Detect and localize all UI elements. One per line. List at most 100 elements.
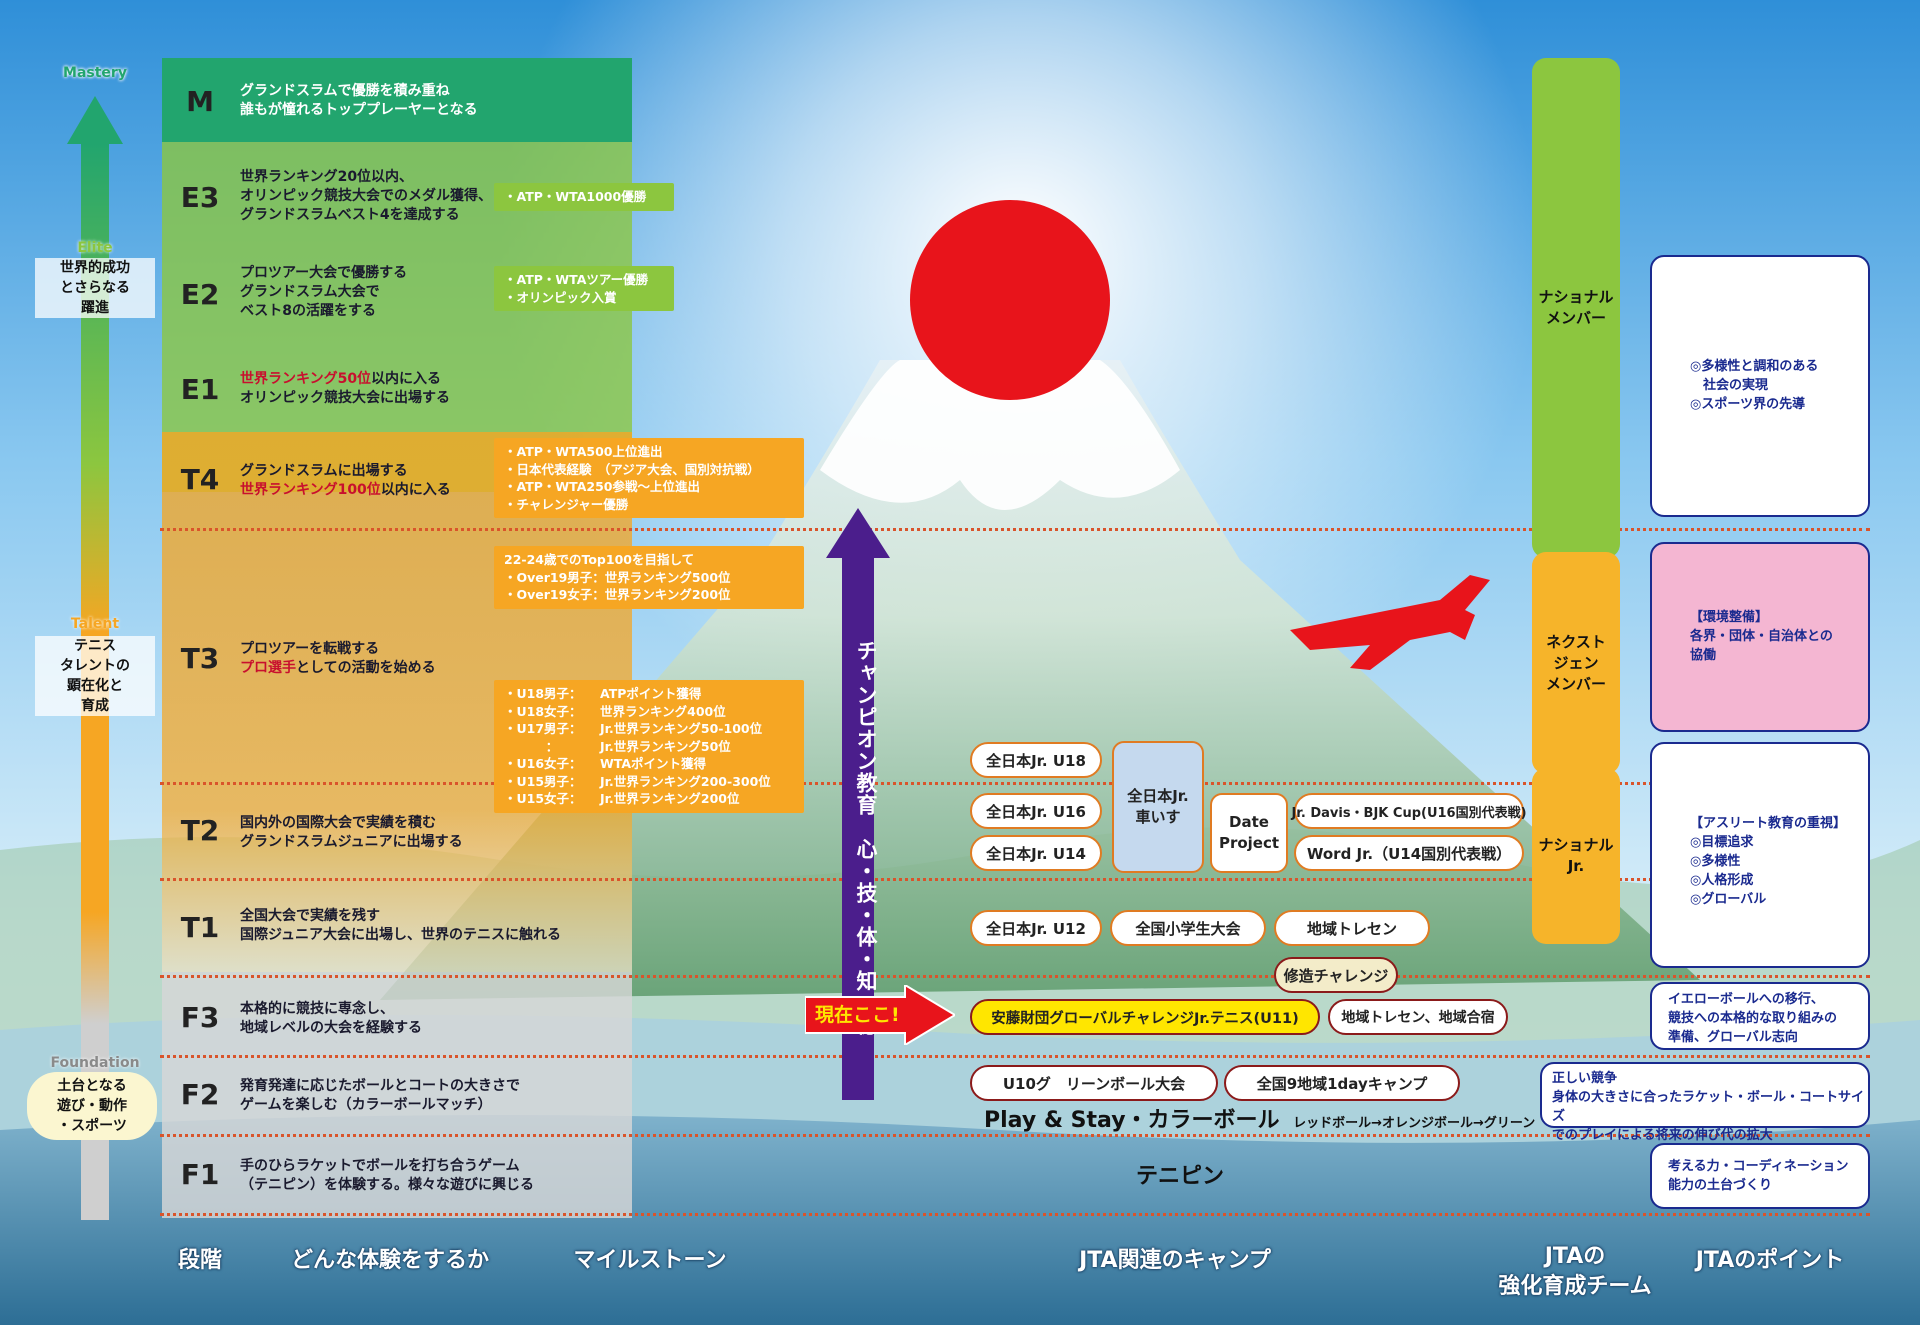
level-axis: Mastery Elite 世界的成功とさらなる躍進 Talent テニスタレン… xyxy=(27,60,157,1220)
milestone-t2-category: ・U15男子： xyxy=(504,773,582,789)
camp-davis-bjk: Jr. Davis・BJK Cup(U16国別代表戦) xyxy=(1291,793,1527,829)
milestone-t2-row: ・U15男子： Jr.世界ランキング200-300位 xyxy=(504,773,794,791)
stage-desc-f2: 発育発達に応じたボールとコートの大きさでゲームを楽しむ（カラーボールマッチ） xyxy=(240,1078,520,1113)
camp-u10-green: U10グ リーンボール大会 xyxy=(970,1065,1218,1101)
bottom-label-milestone: マイルストーン xyxy=(573,1248,727,1273)
camp-date-project: Date Project xyxy=(1210,793,1288,873)
level-foundation-desc: 土台となる遊び・動作・スポーツ xyxy=(27,1072,157,1140)
stage-desc-t3: プロツアーを転戦する プロ選手としての活動を始める xyxy=(240,641,436,676)
stage-code-f3: F3 xyxy=(180,1001,220,1034)
stage-desc-f1: 手のひらラケットでボールを打ち合うゲーム（テニピン）を体験する。様々な遊びに興じ… xyxy=(240,1158,534,1193)
stage-code-e3: E3 xyxy=(180,181,220,214)
camp-u12: 全日本Jr. U12 xyxy=(970,910,1102,946)
milestone-t2-category: ・U17男子： xyxy=(504,721,582,736)
champion-education-arrow xyxy=(826,508,890,1100)
bottom-label-stage: 段階 xyxy=(177,1248,222,1273)
milestone-t2-row: ・U18男子： ATPポイント獲得 xyxy=(504,685,794,703)
stage-bg-foundation xyxy=(162,972,632,1218)
airplane-icon xyxy=(1290,575,1490,670)
camp-elementary: 全国小学生大会 xyxy=(1110,910,1266,946)
bottom-label-point: JTAのポイント xyxy=(1695,1248,1845,1273)
milestone-t4: ・ATP・WTA500上位進出・日本代表経験 （アジア大会、国別対抗戦）・ATP… xyxy=(494,438,804,518)
level-mastery-label: Mastery xyxy=(63,65,127,81)
milestone-t2-category: ・U16女子： xyxy=(504,756,582,771)
rising-sun-icon xyxy=(910,200,1110,400)
milestone-t2-target: Jr.世界ランキング200-300位 xyxy=(600,773,771,789)
stage-code-f1: F1 xyxy=(180,1158,220,1191)
team-next-gen: ネクスト ジェン メンバー xyxy=(1532,552,1620,774)
bottom-label-camp: JTA関連のキャンプ xyxy=(1079,1248,1271,1273)
milestone-t2-row: ・U17男子： Jr.世界ランキング50-100位 xyxy=(504,720,794,738)
level-elite-label: Elite xyxy=(77,240,113,256)
play-and-stay-label: Play & Stay・カラーボール レッドボール→オレンジボール→グリーン xyxy=(984,1108,1536,1133)
point-environment: 【環境整備】各界・団体・自治体との協働 xyxy=(1650,542,1870,732)
stage-desc-f3: 本格的に競技に専念し、地域レベルの大会を経験する xyxy=(240,1001,422,1036)
stage-desc-t1: 全国大会で実績を残す国際ジュニア大会に出場し、世界のテニスに触れる xyxy=(240,908,562,943)
stage-code-e2: E2 xyxy=(180,278,220,311)
stage-panel xyxy=(162,58,632,1218)
stage-code-t3: T3 xyxy=(180,642,220,675)
stage-desc-e1: 世界ランキング50位以内に入る オリンピック競技大会に出場する xyxy=(240,371,450,406)
separator-t3-t2 xyxy=(160,782,1870,785)
separator-f2-f1 xyxy=(160,1134,1870,1137)
stage-desc-e3: 世界ランキング20位以内、オリンピック競技大会でのメダル獲得、グランドスラムベス… xyxy=(240,169,492,223)
milestone-t2-target: 世界ランキング400位 xyxy=(600,703,726,719)
point-coordination: 考える力・コーディネーション能力の土台づくり xyxy=(1650,1143,1870,1209)
stage-desc-m: グランドスラムで優勝を積み重ね誰もが憧れるトッププレーヤーとなる xyxy=(240,83,478,118)
arrow-up-icon xyxy=(67,96,123,144)
milestone-t2-row: ・U16女子： WTAポイント獲得 xyxy=(504,755,794,773)
camp-9-regions: 全国9地域1dayキャンプ xyxy=(1224,1065,1460,1101)
level-talent-label: Talent xyxy=(70,616,120,632)
camp-word-jr: Word Jr.（U14国別代表戦） xyxy=(1294,835,1524,871)
level-foundation-label: Foundation xyxy=(50,1055,140,1071)
camp-u16: 全日本Jr. U16 xyxy=(970,793,1102,829)
champion-education-label: チャンピオン教育 心・技・体・知・徳 xyxy=(854,640,878,1036)
camp-u14: 全日本Jr. U14 xyxy=(970,835,1102,871)
level-elite-desc: 世界的成功とさらなる躍進 xyxy=(35,258,155,318)
camp-shuzo-challenge: 修造チャレンジ xyxy=(1274,957,1398,993)
axis-bar-talent xyxy=(81,464,109,1024)
stage-code-f2: F2 xyxy=(180,1078,220,1111)
stage-code-t4: T4 xyxy=(180,463,220,496)
milestone-t2-row: ： Jr.世界ランキング50位 xyxy=(504,738,794,756)
milestone-t3: 22-24歳でのTop100を目指して・Over19男子：世界ランキング500位… xyxy=(494,546,804,609)
separator-f3-f2 xyxy=(160,1055,1870,1058)
milestone-t2-category: ・U15女子： xyxy=(504,791,582,806)
stage-code-m: M xyxy=(186,85,214,118)
camp-wheelchair: 全日本Jr. 車いす xyxy=(1112,741,1204,873)
level-talent-desc: テニスタレントの顕在化と育成 xyxy=(35,636,155,716)
point-athlete-education: 【アスリート教育の重視】◎目標追求◎多様性◎人格形成◎グローバル xyxy=(1650,742,1870,968)
camp-u18: 全日本Jr. U18 xyxy=(970,742,1102,778)
milestone-e2: ・ATP・WTAツアー優勝・オリンピック入賞 xyxy=(494,266,674,311)
milestone-t2-target: Jr.世界ランキング200位 xyxy=(600,791,740,806)
milestone-t2: ・U18男子：ATPポイント獲得・U18女子：世界ランキング400位・U17男子… xyxy=(494,680,804,813)
tenipin-label: テニピン xyxy=(1135,1164,1224,1189)
milestone-t2-row: ・U15女子： Jr.世界ランキング200位 xyxy=(504,790,794,808)
stage-desc-t2: 国内外の国際大会で実績を積むグランドスラムジュニアに出場する xyxy=(240,815,463,850)
current-position-label: 現在ここ! xyxy=(815,1004,900,1026)
bottom-label-experience: どんな体験をするか xyxy=(290,1248,489,1273)
milestone-t2-target: WTAポイント獲得 xyxy=(600,756,707,771)
stage-desc-e2: プロツアー大会で優勝するグランドスラム大会でベスト8の活躍をする xyxy=(240,265,408,319)
milestone-t2-target: Jr.世界ランキング50-100位 xyxy=(600,721,763,736)
stage-bg-mastery xyxy=(162,58,632,142)
milestone-t2-row: ・U18女子： 世界ランキング400位 xyxy=(504,703,794,721)
current-position-arrow xyxy=(805,985,955,1045)
stage-code-t2: T2 xyxy=(180,814,220,847)
milestone-t2-target: Jr.世界ランキング50位 xyxy=(600,738,731,754)
separator-t1-f3 xyxy=(160,975,1870,978)
milestone-t2-category: ・U18男子： xyxy=(504,686,582,701)
separator-bottom xyxy=(160,1213,1870,1216)
point-fair-competition: 正しい競争身体の大きさに合ったラケット・ボール・コートサイズでのプレイによる将来… xyxy=(1540,1062,1870,1143)
milestone-t2-category: ： xyxy=(545,738,559,754)
milestone-t2-category: ・U18女子： xyxy=(504,703,582,719)
milestone-e3: ・ATP・WTA1000優勝 xyxy=(494,183,674,211)
team-national-member: ナショナル メンバー xyxy=(1532,58,1620,558)
camp-regional-training: 地域トレセン xyxy=(1274,910,1430,946)
separator-t2-t1 xyxy=(160,878,1870,881)
camp-regional-camp: 地域トレセン、地域合宿 xyxy=(1328,999,1508,1035)
bottom-label-team: JTAの強化育成チーム xyxy=(1498,1244,1652,1299)
point-yellow-ball: イエローボールへの移行、競技への本格的な取り組みの準備、グローバル志向 xyxy=(1650,982,1870,1050)
stage-code-e1: E1 xyxy=(180,373,220,406)
milestone-t2-target: ATPポイント獲得 xyxy=(600,686,702,701)
